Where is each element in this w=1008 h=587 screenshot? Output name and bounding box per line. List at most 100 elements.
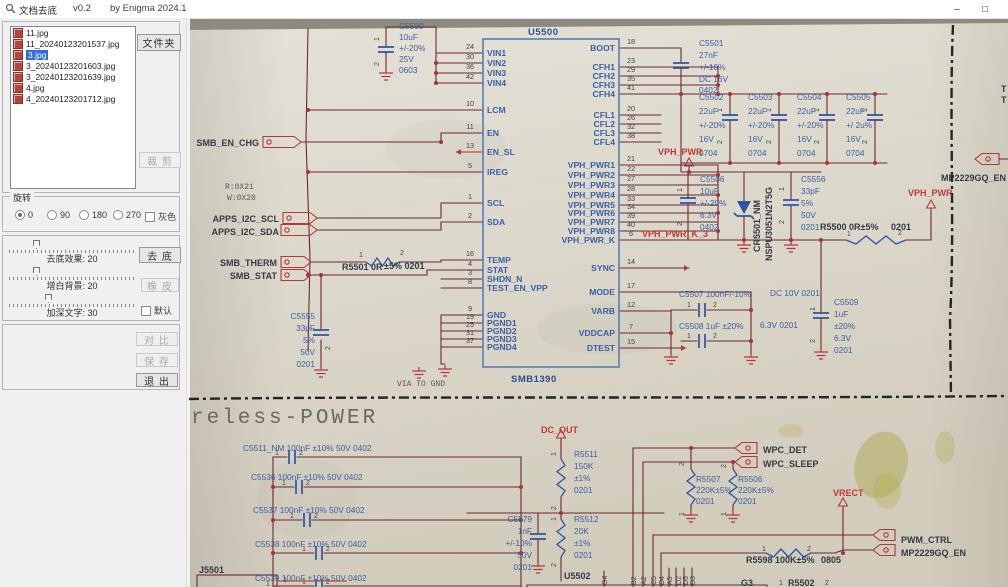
svg-text:50V: 50V	[300, 347, 315, 357]
svg-text:VIN4: VIN4	[487, 78, 506, 88]
svg-text:VDDCAP: VDDCAP	[579, 328, 616, 338]
svg-text:2: 2	[468, 211, 472, 220]
file-item[interactable]: 11.jpg	[11, 27, 135, 38]
darken-slider[interactable]	[9, 294, 135, 307]
svg-text:41: 41	[627, 83, 635, 92]
svg-text:VPH_PWR: VPH_PWR	[908, 188, 953, 198]
file-name: 3_20240123201603.jpg	[26, 60, 116, 71]
file-name: 11_20240123201537.jpg	[26, 38, 120, 49]
svg-text:220K±5%: 220K±5%	[696, 485, 733, 495]
svg-text:R5598 100K±5%: R5598 100K±5%	[746, 555, 814, 565]
default-checkbox[interactable]: 默认	[141, 304, 172, 317]
svg-text:23: 23	[627, 56, 635, 65]
svg-text:0201: 0201	[834, 345, 853, 355]
svg-text:A2: A2	[641, 576, 648, 585]
titlebar: 文档去底 v0.2 by Enigma 2024.1 – □ ✕	[0, 0, 1008, 19]
save-button[interactable]: 保 存	[136, 353, 178, 368]
svg-text:6.3V: 6.3V	[834, 333, 852, 343]
svg-text:VPH_PWR: VPH_PWR	[658, 147, 703, 157]
svg-text:+/-10%: +/-10%	[505, 538, 532, 548]
svg-text:28: 28	[627, 184, 635, 193]
svg-text:VPH_PWR1: VPH_PWR1	[568, 160, 615, 170]
svg-text:2: 2	[779, 220, 786, 224]
svg-text:C5538 100nF ±10% 50V 0402: C5538 100nF ±10% 50V 0402	[255, 539, 367, 549]
svg-text:42: 42	[466, 72, 474, 81]
compare-button[interactable]: 对 比	[136, 332, 178, 347]
svg-text:DC_OUT: DC_OUT	[541, 425, 579, 435]
folder-button[interactable]: 文件夹	[137, 34, 181, 51]
debase-slider[interactable]	[9, 240, 135, 253]
app-icon	[5, 3, 16, 14]
svg-text:5%: 5%	[801, 198, 814, 208]
svg-text:0704: 0704	[797, 148, 816, 158]
svg-text:1: 1	[847, 231, 851, 238]
rotate-option-180[interactable]: 180	[79, 210, 107, 220]
exit-button[interactable]: 退 出	[136, 373, 178, 388]
image-file-icon	[13, 93, 23, 104]
svg-text:19: 19	[466, 312, 474, 321]
svg-text:15: 15	[627, 337, 635, 346]
rotate-option-90[interactable]: 90	[47, 210, 70, 220]
crop-button[interactable]: 裁 剪	[139, 152, 181, 168]
debase-slider-thumb[interactable]	[33, 240, 40, 249]
svg-text:6.3V: 6.3V	[700, 210, 718, 220]
svg-text:PGND4: PGND4	[487, 342, 517, 352]
svg-text:0704: 0704	[846, 148, 865, 158]
file-item[interactable]: 4.jpg	[11, 82, 135, 93]
file-name: 3.jpg	[26, 49, 49, 60]
svg-text:2: 2	[325, 346, 332, 350]
rotate-option-0[interactable]: 0	[15, 210, 33, 220]
close-button[interactable]: ✕	[998, 0, 1008, 18]
svg-text:1: 1	[677, 188, 684, 192]
svg-text:WPC_DET: WPC_DET	[763, 445, 808, 455]
svg-text:CFL2: CFL2	[594, 119, 616, 129]
svg-text:+/-20%: +/-20%	[700, 198, 727, 208]
svg-text:10: 10	[466, 99, 474, 108]
svg-text:C5556: C5556	[801, 174, 826, 184]
svg-text:T: T	[1001, 95, 1007, 105]
svg-text:6: 6	[629, 229, 633, 238]
whiten-slider[interactable]	[9, 267, 135, 280]
svg-text:22uF: 22uF	[846, 106, 865, 116]
svg-text:21: 21	[627, 154, 635, 163]
file-item[interactable]: 3.jpg	[11, 49, 135, 60]
svg-text:+/-20%: +/-20%	[699, 120, 726, 130]
minimize-button[interactable]: –	[954, 3, 960, 15]
gray-checkbox-box[interactable]	[145, 211, 155, 222]
svg-text:1: 1	[374, 37, 381, 41]
darken-slider-thumb[interactable]	[45, 294, 52, 303]
svg-text:20: 20	[627, 104, 635, 113]
file-item[interactable]: 4_20240123201712.jpg	[11, 93, 135, 104]
svg-text:1: 1	[359, 252, 363, 259]
svg-text:1: 1	[282, 480, 286, 487]
svg-text:2: 2	[551, 506, 558, 510]
svg-text:PGND1: PGND1	[487, 318, 517, 328]
svg-text:1: 1	[290, 513, 294, 520]
svg-text:VPH_PWR8: VPH_PWR8	[568, 226, 615, 236]
whiten-slider-thumb[interactable]	[33, 267, 40, 276]
debase-button[interactable]: 去 底	[139, 247, 181, 263]
svg-text:27nF: 27nF	[699, 50, 718, 60]
image-file-icon	[13, 27, 23, 38]
default-checkbox-box[interactable]	[141, 305, 151, 316]
svg-text:22uF: 22uF	[797, 106, 816, 116]
file-item[interactable]: 11_20240123201537.jpg	[11, 38, 135, 49]
svg-text:VPH_PWR_K: VPH_PWR_K	[562, 235, 616, 245]
svg-text:16V: 16V	[846, 134, 861, 144]
svg-text:0402: 0402	[700, 222, 719, 232]
svg-text:±20%: ±20%	[834, 321, 856, 331]
eraser-button[interactable]: 橡 皮	[141, 278, 179, 293]
rotate-option-270[interactable]: 270	[113, 210, 141, 220]
file-item[interactable]: 3_20240123201603.jpg	[11, 60, 135, 71]
maximize-button[interactable]: □	[981, 3, 989, 15]
svg-text:0201: 0201	[801, 222, 820, 232]
svg-text:PWM_CTRL: PWM_CTRL	[901, 535, 952, 545]
svg-text:5%: 5%	[303, 335, 316, 345]
file-item[interactable]: 3_20240123201639.jpg	[11, 71, 135, 82]
svg-text:1uF: 1uF	[834, 309, 848, 319]
svg-text:DC 10V 0201: DC 10V 0201	[770, 288, 820, 298]
gray-checkbox[interactable]: 灰色	[145, 210, 176, 223]
svg-text:50V: 50V	[517, 550, 532, 560]
